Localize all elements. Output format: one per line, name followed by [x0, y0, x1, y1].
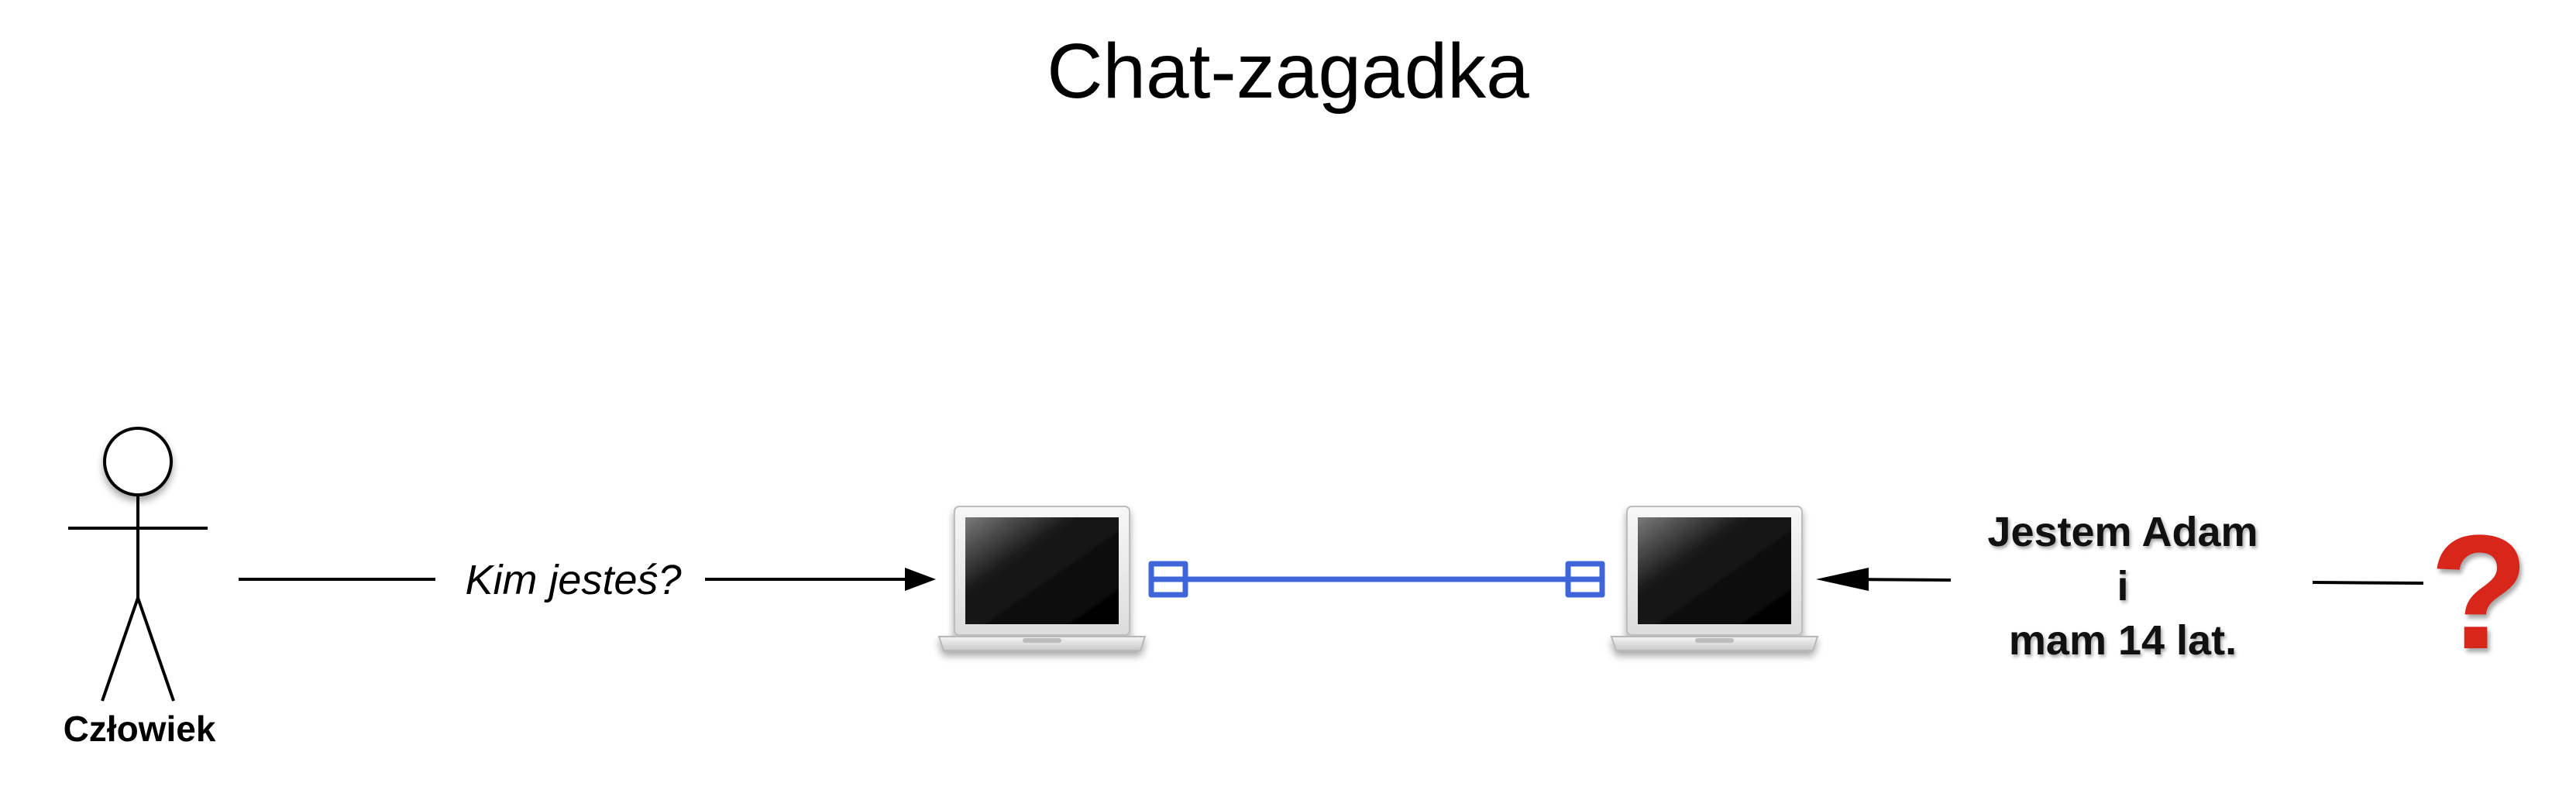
reply-line: i	[2117, 563, 2129, 609]
network-link-icon	[1148, 561, 1605, 598]
unknown-link-line	[2312, 581, 2424, 585]
right-laptop-icon	[1610, 506, 1819, 651]
page-title: Chat-zagadka	[1047, 28, 1529, 115]
stick-figure-icon	[68, 427, 208, 702]
message-arrow	[239, 568, 936, 591]
message-label: Kim jesteś?	[465, 557, 682, 603]
reply-label: Jestem Adam i mam 14 lat.	[1945, 505, 2301, 668]
reply-line: mam 14 lat.	[2008, 617, 2237, 664]
question-mark-icon: ?	[2429, 501, 2530, 683]
left-laptop-icon	[937, 506, 1147, 651]
actor-label: Człowiek	[63, 709, 216, 749]
reply-arrow	[1816, 568, 1952, 591]
reply-line: Jestem Adam	[1987, 509, 2258, 555]
